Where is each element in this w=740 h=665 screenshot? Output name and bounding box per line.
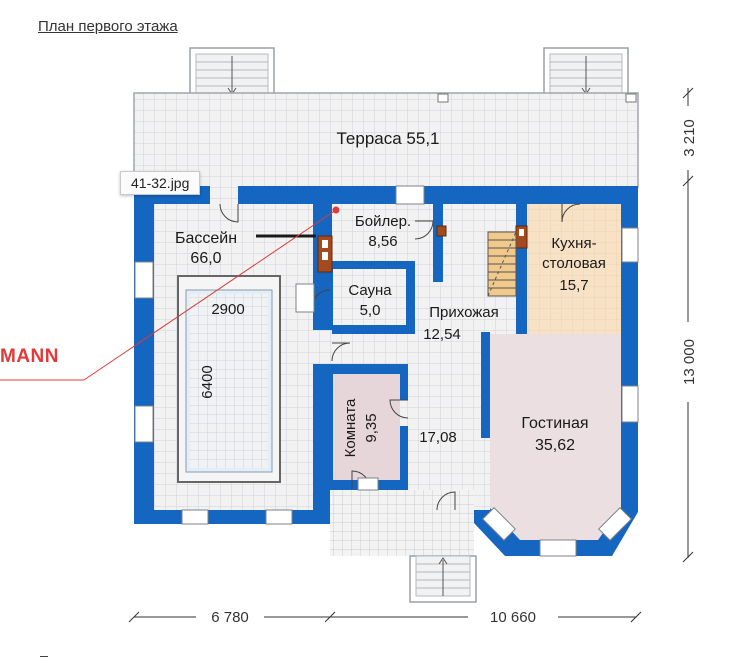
kitchen-room — [527, 204, 621, 334]
entry-steps — [409, 555, 477, 603]
pool-name: Бассейн — [175, 230, 237, 247]
living-area: 35,62 — [535, 437, 575, 454]
dim-left-width: 6 780 — [211, 609, 249, 626]
staircase — [487, 231, 517, 297]
bottom-dimension-line — [128, 611, 642, 623]
chimney-kitchen — [515, 225, 528, 249]
pool-area: 66,0 — [190, 250, 221, 267]
kitchen-area: 15,7 — [559, 277, 588, 294]
image-filename-tooltip: 41-32.jpg — [120, 171, 201, 195]
pool-length-label: 6400 — [199, 365, 216, 398]
hall-area: 12,54 — [423, 326, 461, 343]
door-openings — [210, 186, 474, 556]
room-name: Комната — [342, 398, 359, 457]
hall-name: Прихожая — [429, 304, 499, 321]
chimney-left — [317, 235, 333, 273]
corridor-area: 17,08 — [419, 429, 457, 446]
corridor — [405, 334, 490, 510]
hall-column — [481, 332, 490, 341]
page-title[interactable]: План первого этажа — [38, 18, 178, 35]
dim-terrace-depth: 3 210 — [681, 119, 698, 157]
right-dimension-line — [682, 87, 694, 563]
living-room — [490, 334, 621, 540]
small-room — [333, 374, 400, 480]
boiler-area: 8,56 — [368, 233, 397, 250]
sauna-name: Сауна — [348, 282, 392, 299]
kitchen-name-line1: Кухня- — [551, 235, 596, 252]
dim-right-width: 10 660 — [490, 609, 536, 626]
annotation-leader — [0, 206, 340, 381]
kitchen-name-line2: столовая — [542, 255, 606, 272]
terrace — [133, 92, 639, 188]
sauna-room — [333, 269, 406, 325]
living-name: Гостиная — [521, 415, 588, 432]
pool — [177, 275, 281, 483]
windows — [134, 185, 639, 557]
room-area: 9,35 — [363, 413, 380, 442]
door-swings — [219, 203, 581, 511]
sauna-area: 5,0 — [360, 302, 381, 319]
terrace-label: Терраса 55,1 — [336, 129, 439, 148]
bottom-mark — [40, 656, 48, 657]
boiler-name: Бойлер. — [355, 213, 411, 230]
annotation-marker — [332, 206, 340, 214]
brand-label: MANN — [0, 346, 59, 367]
pool-width-label: 2900 — [211, 301, 244, 318]
boiler-flue — [436, 225, 447, 237]
terrace-steps-left — [189, 47, 275, 95]
dim-house-depth: 13 000 — [681, 339, 698, 385]
terrace-steps-right — [543, 47, 629, 95]
